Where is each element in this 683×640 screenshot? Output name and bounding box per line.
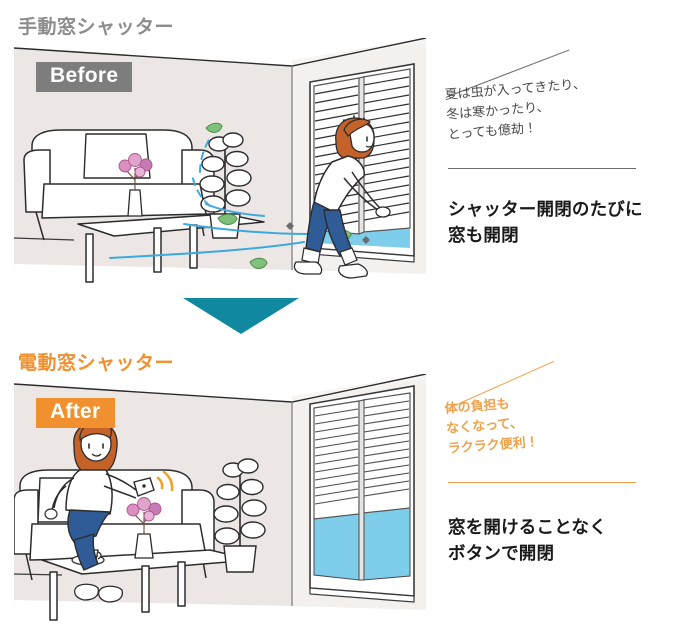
before-headline: シャッター開閉のたびに 窓も開閉 — [448, 199, 643, 246]
after-panel: 電動窓シャッター — [0, 336, 683, 636]
after-headline: 窓を開けることなく ボタンで開閉 — [448, 517, 607, 564]
after-room-illustration — [14, 374, 426, 622]
after-note-bottom-rule — [448, 482, 636, 483]
after-badge: After — [36, 398, 115, 429]
before-room-illustration — [14, 38, 426, 286]
down-triangle-arrow-icon — [183, 298, 299, 334]
transition-arrow — [183, 298, 299, 334]
after-section-title: 電動窓シャッター — [18, 353, 175, 374]
before-handwritten-note: 夏は虫が入ってきたり、 冬は寒かったり、 とっても億劫！ — [444, 76, 587, 144]
before-badge: Before — [36, 62, 133, 93]
before-note-bottom-rule — [448, 168, 636, 169]
before-section-title: 手動窓シャッター — [18, 17, 175, 38]
before-panel: 手動窓シャッター — [0, 0, 683, 300]
